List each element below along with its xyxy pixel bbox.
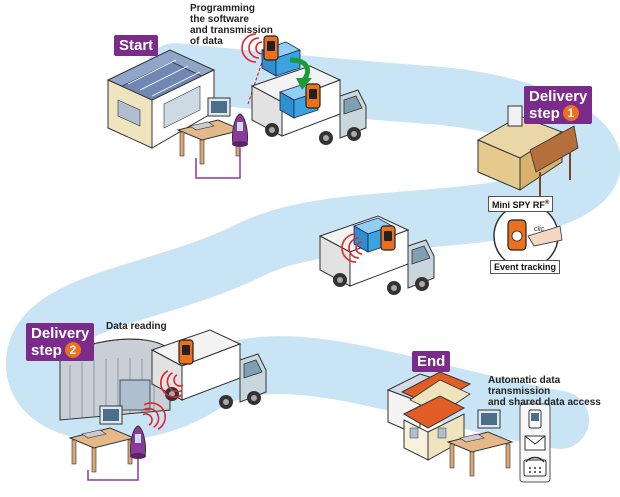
spy-tag-truck [305, 83, 321, 109]
data-reading-caption: Data reading [106, 321, 167, 332]
device-name: Mini SPY RF [492, 200, 545, 210]
cable-2 [87, 458, 139, 481]
trademark: ® [544, 200, 550, 206]
delivery-text: Delivery [31, 325, 90, 342]
end-building [386, 371, 472, 461]
mini-spy-rf-inset [493, 203, 563, 269]
start-label: Start [114, 35, 159, 56]
step-number-badge: 1 [562, 105, 579, 121]
event-tracking-label: Event tracking [490, 260, 561, 274]
start-text: Start [119, 37, 154, 54]
step-text: step [529, 105, 560, 122]
spy-tag-middle [380, 225, 396, 251]
step-text: step [31, 342, 62, 359]
caption-line: of data [190, 36, 223, 47]
green-arrow-head [296, 78, 312, 90]
delivery-text: Delivery [529, 88, 588, 105]
caption-line: Automatic data transmission [488, 375, 561, 397]
step-number-badge: 2 [64, 342, 81, 358]
end-label: End [412, 351, 451, 372]
caption-line: the software [190, 14, 249, 25]
mini-spy-rf-label: Mini SPY RF® [488, 196, 554, 212]
end-text: End [417, 353, 446, 370]
caption-line: and transmission [190, 25, 273, 36]
automatic-transmission-caption: Automatic data transmission and shared d… [488, 375, 620, 408]
clic-text: clic [534, 226, 545, 233]
caption-line: and shared data access [488, 397, 601, 408]
start-rfid-reader [231, 113, 249, 148]
green-arrow [289, 57, 310, 82]
spy-tag-bottom [178, 339, 194, 365]
end-communication-icons [519, 403, 551, 483]
programming-caption: Programming the software and transmissio… [190, 3, 273, 47]
signal-line [247, 61, 263, 105]
start-warehouse [106, 49, 216, 149]
delivery1-house [476, 105, 579, 196]
caption-line: Programming [190, 3, 256, 14]
cable [195, 148, 241, 179]
